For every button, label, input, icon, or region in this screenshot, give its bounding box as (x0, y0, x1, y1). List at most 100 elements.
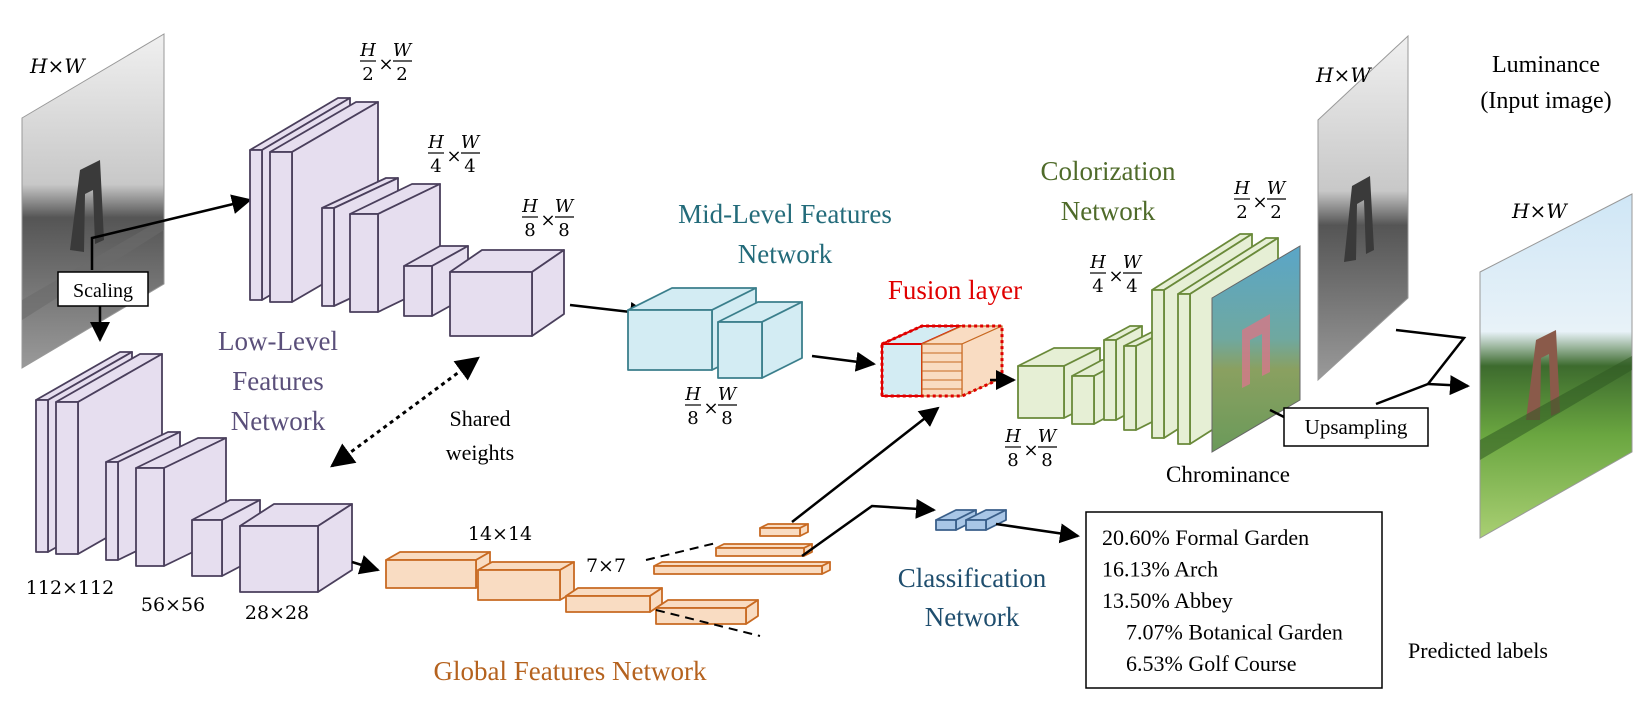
svg-text:8: 8 (687, 408, 698, 429)
luminance-title: Luminance(Input image) (1480, 52, 1611, 114)
dim-h8w8-mid: H 8 × W 8 (684, 384, 738, 429)
svg-text:8: 8 (1041, 450, 1052, 471)
mid-level-layers (627, 287, 803, 379)
dim-h4w4-col: H 4 × W 4 (1089, 252, 1143, 297)
glob-layer-3 (565, 587, 663, 613)
glob-fc-1 (759, 523, 809, 537)
svg-text:W: W (1123, 252, 1143, 273)
global-features-title: Global Features Network (434, 656, 707, 686)
low-level-layers-upper (249, 97, 565, 337)
svg-text:4: 4 (1092, 276, 1103, 297)
svg-text:H: H (684, 384, 701, 405)
fusion-layer-block (880, 324, 1004, 398)
svg-text:8: 8 (721, 408, 732, 429)
predictions-list: 20.60% Formal Garden 16.13% Arch 13.50% Ab… (1102, 525, 1343, 676)
low-layer-u4 (349, 183, 441, 313)
line-upsampling-to-merge (1375, 382, 1429, 406)
prediction-item: 20.60% Formal Garden (1102, 525, 1309, 550)
svg-text:H: H (359, 40, 376, 61)
svg-text:2: 2 (396, 64, 407, 85)
svg-text:×: × (1108, 266, 1123, 287)
svg-text:×: × (1252, 192, 1267, 213)
svg-text:4: 4 (1126, 276, 1137, 297)
glob-layer-2 (477, 561, 575, 601)
svg-text:×: × (1023, 440, 1038, 461)
chrominance-image (1211, 245, 1301, 453)
glob-fc-3 (653, 561, 831, 575)
global-expansion-lines (645, 542, 761, 637)
global-features-layers (385, 523, 831, 625)
dim-h8w8-upper: H 8 × W 8 (521, 196, 575, 241)
svg-text:8: 8 (524, 220, 535, 241)
arrow-input-to-low (90, 194, 252, 270)
svg-text:4: 4 (430, 156, 441, 177)
svg-text:×: × (446, 146, 461, 167)
fusion-global-part (921, 325, 1003, 397)
svg-text:2: 2 (1270, 202, 1281, 223)
svg-text:H: H (521, 196, 538, 217)
arrow-cls-to-predictions (995, 522, 1080, 544)
arrow-global-to-classification (801, 498, 936, 558)
svg-text:8: 8 (1007, 450, 1018, 471)
dim-h4w4-upper: H 4 × W 4 (427, 132, 481, 177)
output-size-label: H×W (1511, 199, 1568, 223)
chrominance-label: Chrominance (1166, 462, 1290, 487)
svg-text:W: W (1038, 426, 1058, 447)
predictions-box (1085, 511, 1383, 689)
svg-text:W: W (461, 132, 481, 153)
luminance-size-label: H×W (1315, 63, 1372, 87)
dim-56: 56×56 (141, 594, 205, 616)
prediction-item: 13.50% Abbey (1102, 588, 1233, 613)
svg-text:×: × (378, 54, 393, 75)
glob-fc-2 (715, 543, 813, 557)
predicted-labels-caption: Predicted labels (1408, 638, 1548, 663)
input-size-label: H×W (29, 54, 86, 78)
svg-text:H: H (1233, 178, 1250, 199)
shared-weights-arrow (330, 356, 480, 468)
dim-7: 7×7 (586, 555, 626, 577)
luminance-image (1317, 34, 1409, 382)
arrow-mid-to-fusion (811, 351, 876, 372)
prediction-item: 7.07% Botanical Garden (1126, 620, 1343, 645)
input-grayscale-image (21, 33, 165, 369)
upsampling-label: Upsampling (1305, 415, 1408, 439)
output-color-image (1479, 193, 1633, 539)
svg-text:H: H (427, 132, 444, 153)
svg-text:H: H (1004, 426, 1021, 447)
dim-h2w2-upper: H 2 × W 2 (359, 40, 413, 85)
dim-14: 14×14 (468, 523, 532, 545)
scaling-label: Scaling (73, 280, 133, 302)
prediction-item: 6.53% Golf Course (1126, 651, 1296, 676)
svg-text:W: W (555, 196, 575, 217)
low-layer-u6 (449, 249, 565, 337)
svg-text:2: 2 (1236, 202, 1247, 223)
dim-h2w2-col: H 2 × W 2 (1233, 178, 1287, 223)
upsampling-box (1283, 407, 1429, 447)
svg-text:W: W (718, 384, 738, 405)
mid-layer-2 (717, 301, 803, 379)
svg-text:8: 8 (558, 220, 569, 241)
svg-text:×: × (703, 398, 718, 419)
svg-text:2: 2 (362, 64, 373, 85)
dim-112: 112×112 (26, 577, 114, 599)
scaling-box (57, 271, 149, 307)
cls-layer-2 (965, 509, 1007, 531)
low-level-layers-lower (35, 351, 353, 593)
arrow-global-to-fusion (791, 406, 940, 523)
svg-text:4: 4 (464, 156, 475, 177)
arrow-lum-to-output (1395, 328, 1470, 396)
glob-layer-4 (655, 599, 759, 625)
dim-28: 28×28 (245, 602, 309, 624)
classification-layers (935, 509, 1007, 531)
prediction-item: 16.13% Arch (1102, 557, 1218, 582)
svg-text:W: W (393, 40, 413, 61)
svg-text:H: H (1089, 252, 1106, 273)
svg-text:×: × (540, 210, 555, 231)
glob-layer-1 (385, 551, 491, 589)
fusion-title: Fusion layer (888, 275, 1022, 305)
dim-h8w8-col: H 8 × W 8 (1004, 426, 1058, 471)
arrow-low-to-global (351, 555, 380, 575)
